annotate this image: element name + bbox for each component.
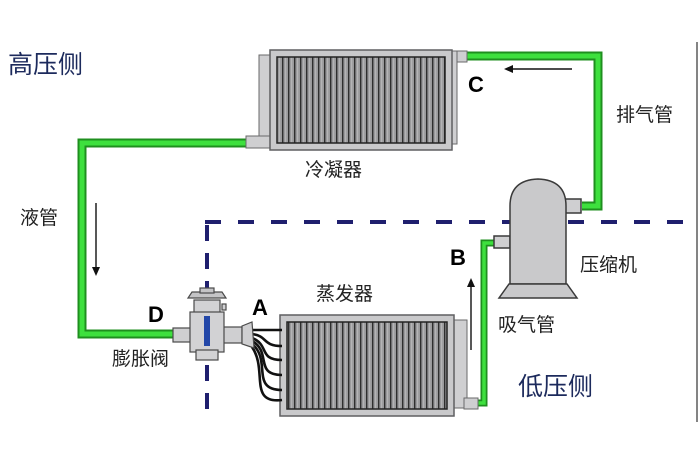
compressor-label: 压缩机 — [580, 254, 638, 276]
compressor — [493, 178, 582, 299]
flow-arrow-liquid — [92, 203, 100, 276]
liquid-pipe-label: 液管 — [20, 207, 59, 229]
flow-arrow-discharge — [504, 65, 572, 73]
high-pressure-side-label: 高压侧 — [8, 50, 84, 79]
liquid-pipe-highlight — [79, 140, 248, 337]
point-b-label: B — [450, 245, 466, 270]
point-d-label: D — [148, 302, 164, 327]
evaporator-label: 蒸发器 — [316, 283, 374, 305]
discharge-pipe-label: 排气管 — [616, 104, 674, 126]
point-c-label: C — [468, 72, 484, 97]
expansion-valve-label: 膨胀阀 — [112, 348, 170, 370]
flow-arrow-suction — [467, 278, 475, 350]
suction-pipe-label: 吸气管 — [498, 314, 556, 336]
condenser-label: 冷凝器 — [305, 159, 363, 181]
suction-pipe-highlight — [476, 241, 494, 405]
evaporator — [279, 314, 479, 417]
discharge-pipe-highlight — [464, 53, 601, 209]
point-a-label: A — [252, 295, 268, 320]
expansion-valve — [172, 287, 255, 361]
condenser — [245, 49, 468, 151]
distributor-tubes — [250, 328, 283, 402]
low-pressure-side-label: 低压侧 — [518, 372, 594, 401]
